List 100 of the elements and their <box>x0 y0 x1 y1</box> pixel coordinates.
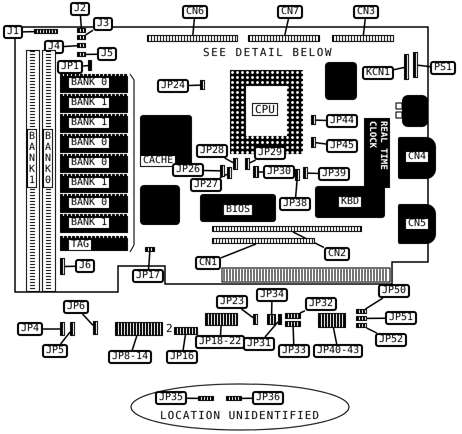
jumper <box>303 167 308 179</box>
chip-label: TAG <box>68 239 92 251</box>
leader-line <box>292 326 295 344</box>
callout-label: J5 <box>97 47 118 61</box>
callout-label: J2 <box>70 2 90 16</box>
callout-label: JP24 <box>157 79 190 93</box>
callout-label: JP39 <box>318 167 350 181</box>
chip <box>140 115 192 167</box>
leader-line <box>250 159 256 164</box>
jumper <box>311 137 316 148</box>
chip-label: REAL TIME CLOCK <box>366 121 388 172</box>
connector-label: CN5 <box>405 218 430 230</box>
jumper <box>174 327 198 335</box>
leader-line <box>182 334 186 350</box>
callout-label: JP31 <box>243 337 276 351</box>
jumper <box>205 313 238 326</box>
leader-line <box>418 64 430 68</box>
callout-label: KCN1 <box>362 66 394 80</box>
leader-line <box>187 397 198 400</box>
d-sub-connector <box>398 204 436 244</box>
leader-line <box>259 171 263 173</box>
callout-label: JP27 <box>190 178 222 192</box>
callout-label: JP44 <box>326 114 358 128</box>
callout-label: J1 <box>3 25 24 39</box>
jumper <box>295 169 300 181</box>
jumper <box>285 321 301 327</box>
callout-label: JP16 <box>166 350 198 364</box>
jumper <box>220 165 225 177</box>
callout-label: J3 <box>93 17 114 31</box>
connector-label: CN4 <box>405 151 430 163</box>
chip-label: BANK 1 <box>68 177 110 189</box>
jumper <box>318 313 346 328</box>
jumper <box>60 322 65 336</box>
chip-label: BANK 1 <box>68 97 110 109</box>
callout-label: JP8-14 <box>108 350 152 364</box>
jumper <box>413 52 418 78</box>
leader-line <box>242 397 252 400</box>
pin-number: 2 <box>166 322 173 335</box>
memory-chip-row <box>60 194 128 213</box>
leader-line <box>270 302 273 314</box>
callout-label: JP40-43 <box>313 344 364 358</box>
leader-line <box>332 328 338 344</box>
callout-label: JP32 <box>305 297 338 311</box>
callout-label: JP17 <box>132 269 164 283</box>
leader-line <box>43 328 60 330</box>
chip-label: BANK 0 <box>68 77 110 89</box>
memory-chip-row <box>60 134 128 153</box>
leader-line <box>64 265 76 268</box>
jumper <box>88 60 92 71</box>
memory-chip-row <box>60 154 128 173</box>
caption-text: LOCATION UNIDENTIFIED <box>160 409 320 422</box>
chip-label: BANK 0 <box>68 157 110 169</box>
callout-label: JP6 <box>63 300 90 314</box>
leader-line <box>367 317 385 320</box>
jumper <box>311 115 316 125</box>
callout-label: PS1 <box>430 61 456 75</box>
clock-chip <box>364 118 390 188</box>
leader-line <box>264 321 279 338</box>
jumper <box>278 314 282 325</box>
chip-label: CACHE <box>140 155 176 167</box>
memory-slot <box>42 50 56 292</box>
header-connector <box>332 35 394 42</box>
callout-label: JP5 <box>42 344 68 358</box>
jumper <box>253 314 258 325</box>
callout-label: CN6 <box>182 5 208 19</box>
leader-line <box>316 119 326 122</box>
leader-line <box>220 326 222 336</box>
leader-line <box>60 332 71 344</box>
callout-label: JP34 <box>256 288 288 302</box>
leader-line <box>308 172 318 174</box>
leader-line <box>284 18 290 36</box>
jumper <box>77 28 86 33</box>
jumper <box>285 313 301 319</box>
memory-chip-row <box>60 74 128 93</box>
d-sub-connector <box>398 137 436 179</box>
leader-line <box>64 45 78 48</box>
callout-label: JP52 <box>375 333 408 347</box>
chip-label: BANK 0 <box>68 197 110 209</box>
memory-chip-row <box>60 236 128 251</box>
chip-label: CPU <box>252 103 278 116</box>
callout-label: JP4 <box>17 322 44 336</box>
leader-line <box>148 252 151 270</box>
jumper <box>226 396 242 401</box>
header-connector <box>212 226 362 232</box>
jumper <box>356 323 367 328</box>
jumper <box>115 322 163 336</box>
jumper <box>245 158 250 170</box>
leader-line <box>85 30 94 36</box>
leader-line <box>224 157 234 164</box>
leader-line <box>316 142 326 145</box>
callout-label: J6 <box>75 259 96 273</box>
jumper <box>233 158 238 170</box>
leader-line <box>189 84 200 86</box>
leader-line <box>300 310 306 314</box>
jumper <box>77 35 86 40</box>
header-connector <box>212 238 315 244</box>
callout-label: JP36 <box>252 391 284 405</box>
callout-label: JP33 <box>278 344 310 358</box>
jumper <box>404 54 409 80</box>
leader-line <box>204 170 220 172</box>
